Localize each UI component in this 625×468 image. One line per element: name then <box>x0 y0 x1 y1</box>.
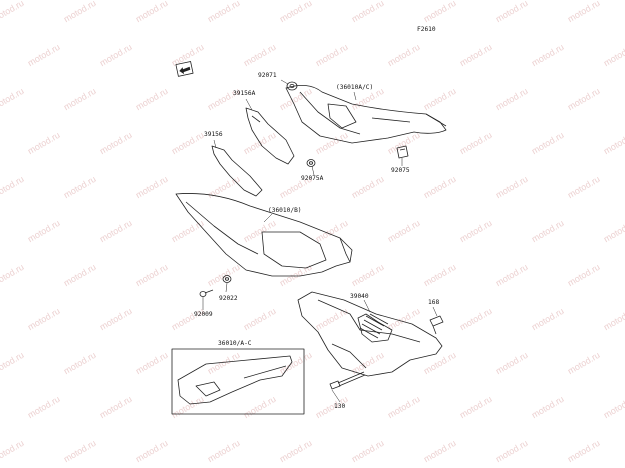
leader-92071 <box>280 79 289 85</box>
leader-39040 <box>363 299 371 313</box>
leader-92022 <box>225 282 228 293</box>
detail-box <box>171 348 305 415</box>
part-label-39156a[interactable]: 39156A <box>233 90 256 97</box>
figure-code: F2610 <box>417 26 436 33</box>
gasket-39156a <box>245 107 295 165</box>
part-label-92075a[interactable]: 92075A <box>301 175 324 182</box>
leader-39156 <box>213 139 217 149</box>
part-label-36010b[interactable]: (36010/B) <box>268 207 302 214</box>
heat-guard-39040 <box>297 291 443 377</box>
side-cover-decal-36010ac <box>177 355 293 405</box>
grommet-92075a <box>306 159 316 167</box>
part-label-92075[interactable]: 92075 <box>391 167 410 174</box>
part-label-39156[interactable]: 39156 <box>204 131 223 138</box>
part-label-92071[interactable]: 92071 <box>258 72 277 79</box>
leader-39156a <box>245 98 253 111</box>
washer-92022 <box>222 275 232 283</box>
screw-92009 <box>199 289 214 297</box>
part-label-92009[interactable]: 92009 <box>194 311 213 318</box>
leader-36010ac <box>353 91 357 101</box>
bolt-130 <box>329 371 366 390</box>
leader-130 <box>331 389 341 403</box>
side-cover-36010b <box>175 193 353 277</box>
part-label-36010ac-detail[interactable]: 36010/A-C <box>218 340 252 347</box>
bolt-168 <box>429 315 444 335</box>
part-label-92022[interactable]: 92022 <box>219 295 238 302</box>
part-label-36010ac[interactable]: (36010A/C) <box>336 84 374 91</box>
part-label-130[interactable]: 130 <box>334 403 346 410</box>
part-label-168[interactable]: 168 <box>428 299 440 306</box>
leader-168 <box>432 306 438 317</box>
kawasaki-front-arrow-icon <box>175 61 194 77</box>
leader-36010b <box>263 213 273 223</box>
side-cover-upper-36010ac <box>285 84 447 144</box>
part-label-39040[interactable]: 39040 <box>350 293 369 300</box>
leader-92075a <box>311 165 315 176</box>
grommet-92071 <box>286 81 298 91</box>
gasket-39156 <box>211 145 263 197</box>
clip-92075 <box>396 145 409 159</box>
